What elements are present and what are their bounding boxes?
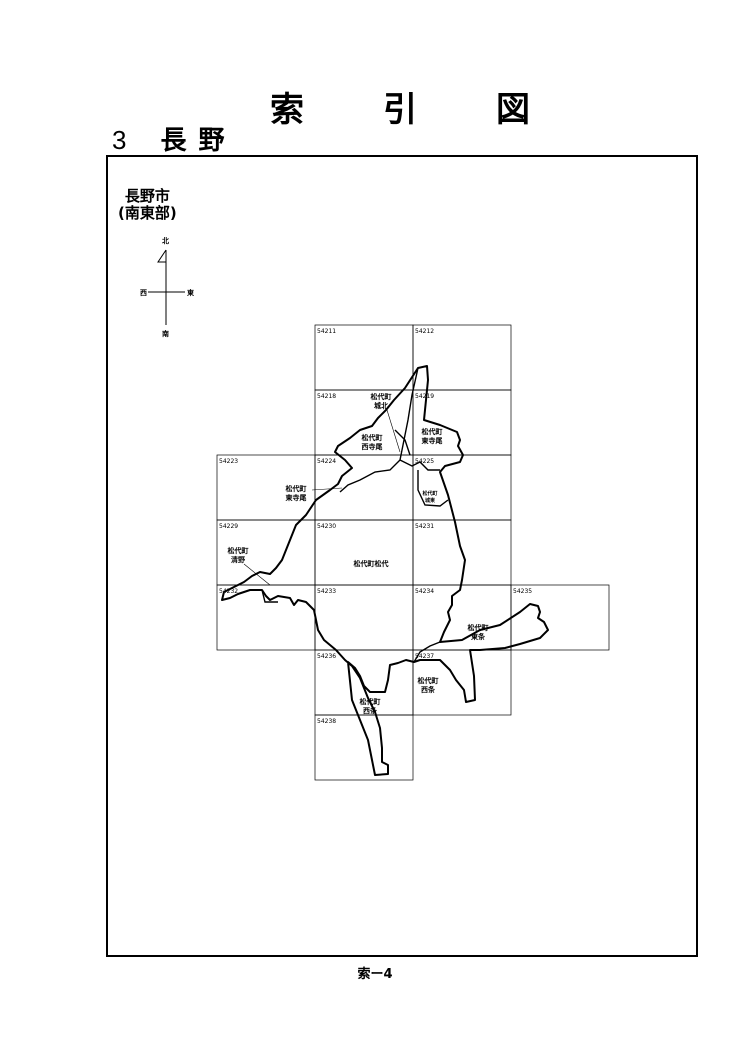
compass-north: 北	[162, 236, 169, 245]
area-label: 松代町	[228, 546, 249, 555]
sheet-number: 54237	[415, 653, 434, 660]
sheet-number: 54225	[415, 458, 434, 465]
area-label: 松代町松代	[354, 559, 389, 568]
compass-east: 東	[187, 288, 195, 297]
sheet-number: 54230	[317, 523, 336, 530]
sheet-number: 54238	[317, 718, 336, 725]
area-label: 松代町	[286, 484, 307, 493]
area-label: 城東	[425, 497, 435, 504]
sheet-number: 54212	[415, 328, 434, 335]
area-label: 西条	[363, 706, 378, 715]
map-frame	[106, 155, 698, 957]
sheet-number: 54233	[317, 588, 336, 595]
title-char: 図	[496, 90, 530, 130]
area-label: 松代町	[371, 392, 392, 401]
area-label: 東寺尾	[422, 436, 443, 445]
area-label: 西寺尾	[362, 442, 383, 451]
sheet-number: 54231	[415, 523, 434, 530]
section-name: 長野	[160, 126, 237, 156]
compass-west: 西	[140, 289, 147, 297]
label-leaders	[243, 409, 401, 586]
area-label: 松代町	[362, 433, 383, 442]
section-heading: 3 長野	[112, 120, 236, 157]
city-label: 長野市 (南東部)	[118, 188, 177, 222]
sheet-number: 54218	[317, 393, 336, 400]
area-boundaries	[261, 367, 449, 663]
sheet-number: 54223	[219, 458, 238, 465]
section-number: 3	[112, 125, 127, 155]
area-label: 松代町	[422, 490, 437, 497]
sheet-number: 54235	[513, 588, 532, 595]
sheet-number: 54211	[317, 328, 336, 335]
area-label: 松代町	[422, 427, 443, 436]
city-district: (南東部)	[118, 204, 177, 222]
area-label: 東寺尾	[286, 493, 307, 502]
sheet-number: 54236	[317, 653, 336, 660]
city-name: 長野市	[124, 187, 170, 205]
title-char: 引	[383, 90, 417, 130]
area-label: 松代町	[418, 676, 439, 685]
sheet-number: 54229	[219, 523, 238, 530]
page-number: 索ー4	[357, 967, 393, 982]
compass-icon	[148, 249, 185, 325]
area-label: 松代町	[468, 623, 489, 632]
sheet-number: 54219	[415, 393, 434, 400]
area-label: 西条	[421, 685, 436, 694]
area-label: 城北	[374, 401, 388, 410]
sheet-number: 54232	[219, 588, 238, 595]
sheet-number: 54234	[415, 588, 434, 595]
compass-south: 南	[162, 329, 169, 338]
area-label: 松代町	[360, 697, 381, 706]
district-boundary	[221, 365, 549, 776]
title-char: 索	[270, 90, 304, 130]
area-label: 清野	[231, 555, 245, 564]
page-title: 索 引 図	[270, 82, 530, 131]
area-label: 東条	[471, 632, 486, 641]
sheet-number: 54224	[317, 458, 336, 465]
